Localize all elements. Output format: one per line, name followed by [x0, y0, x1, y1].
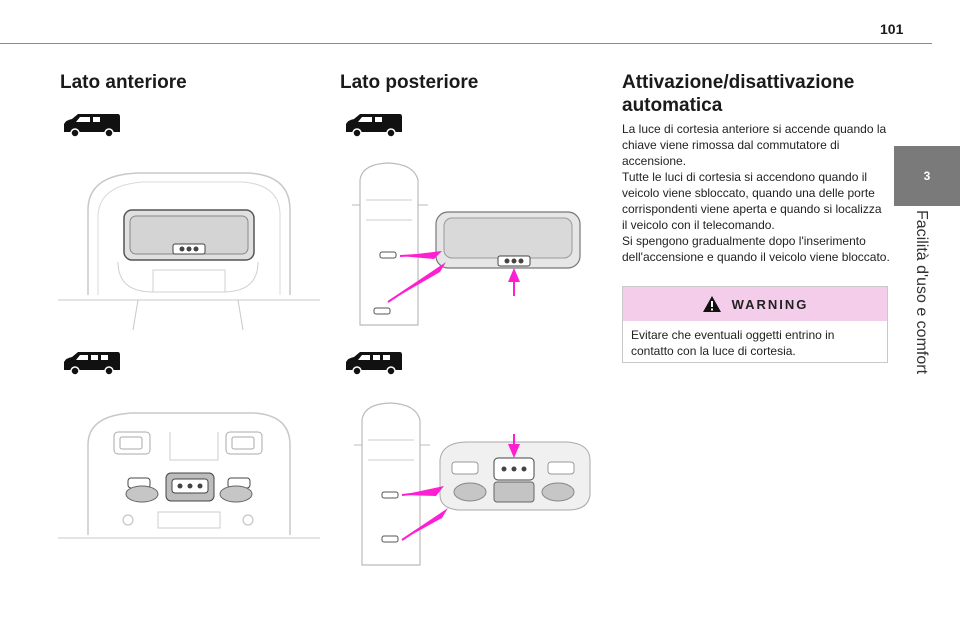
auto-paragraph-2: Tutte le luci di cortesia si accendono q…: [622, 170, 882, 232]
van-long-icon-rear: [346, 352, 402, 376]
top-rule: [0, 43, 932, 44]
auto-paragraph-1: La luce di cortesia anteriore si accende…: [622, 122, 887, 168]
warning-text: Evitare che eventuali oggetti entrino in…: [631, 328, 835, 358]
van-long-icon: [64, 352, 120, 376]
rear-long-vehicle-top-view-illustration: [354, 402, 591, 566]
warning-box: WARNING Evitare che eventuali oggetti en…: [622, 286, 888, 363]
front-courtesy-light-illustration: [58, 172, 320, 331]
auto-heading: Attivazione/disattivazione automatica: [622, 72, 855, 116]
warning-header: WARNING: [623, 287, 887, 321]
page-number: 101: [880, 21, 904, 37]
front-long-courtesy-light-illustration: [58, 412, 320, 539]
van-short-icon-rear: [346, 114, 402, 138]
warning-triangle-icon: [702, 296, 721, 312]
rear-vehicle-top-view-illustration: [352, 162, 581, 326]
warning-label: WARNING: [731, 296, 809, 312]
chapter-title: Facilità d'uso e comfort: [913, 210, 930, 375]
front-heading: Lato anteriore: [60, 72, 187, 93]
auto-body-text: La luce di cortesia anteriore si accende…: [622, 121, 890, 265]
chapter-number: 3: [923, 169, 931, 183]
rear-heading: Lato posteriore: [340, 72, 479, 93]
chapter-tab[interactable]: 3: [894, 146, 960, 206]
auto-paragraph-3: Si spengono gradualmente dopo l'inserime…: [622, 234, 890, 264]
van-short-icon: [64, 114, 120, 138]
